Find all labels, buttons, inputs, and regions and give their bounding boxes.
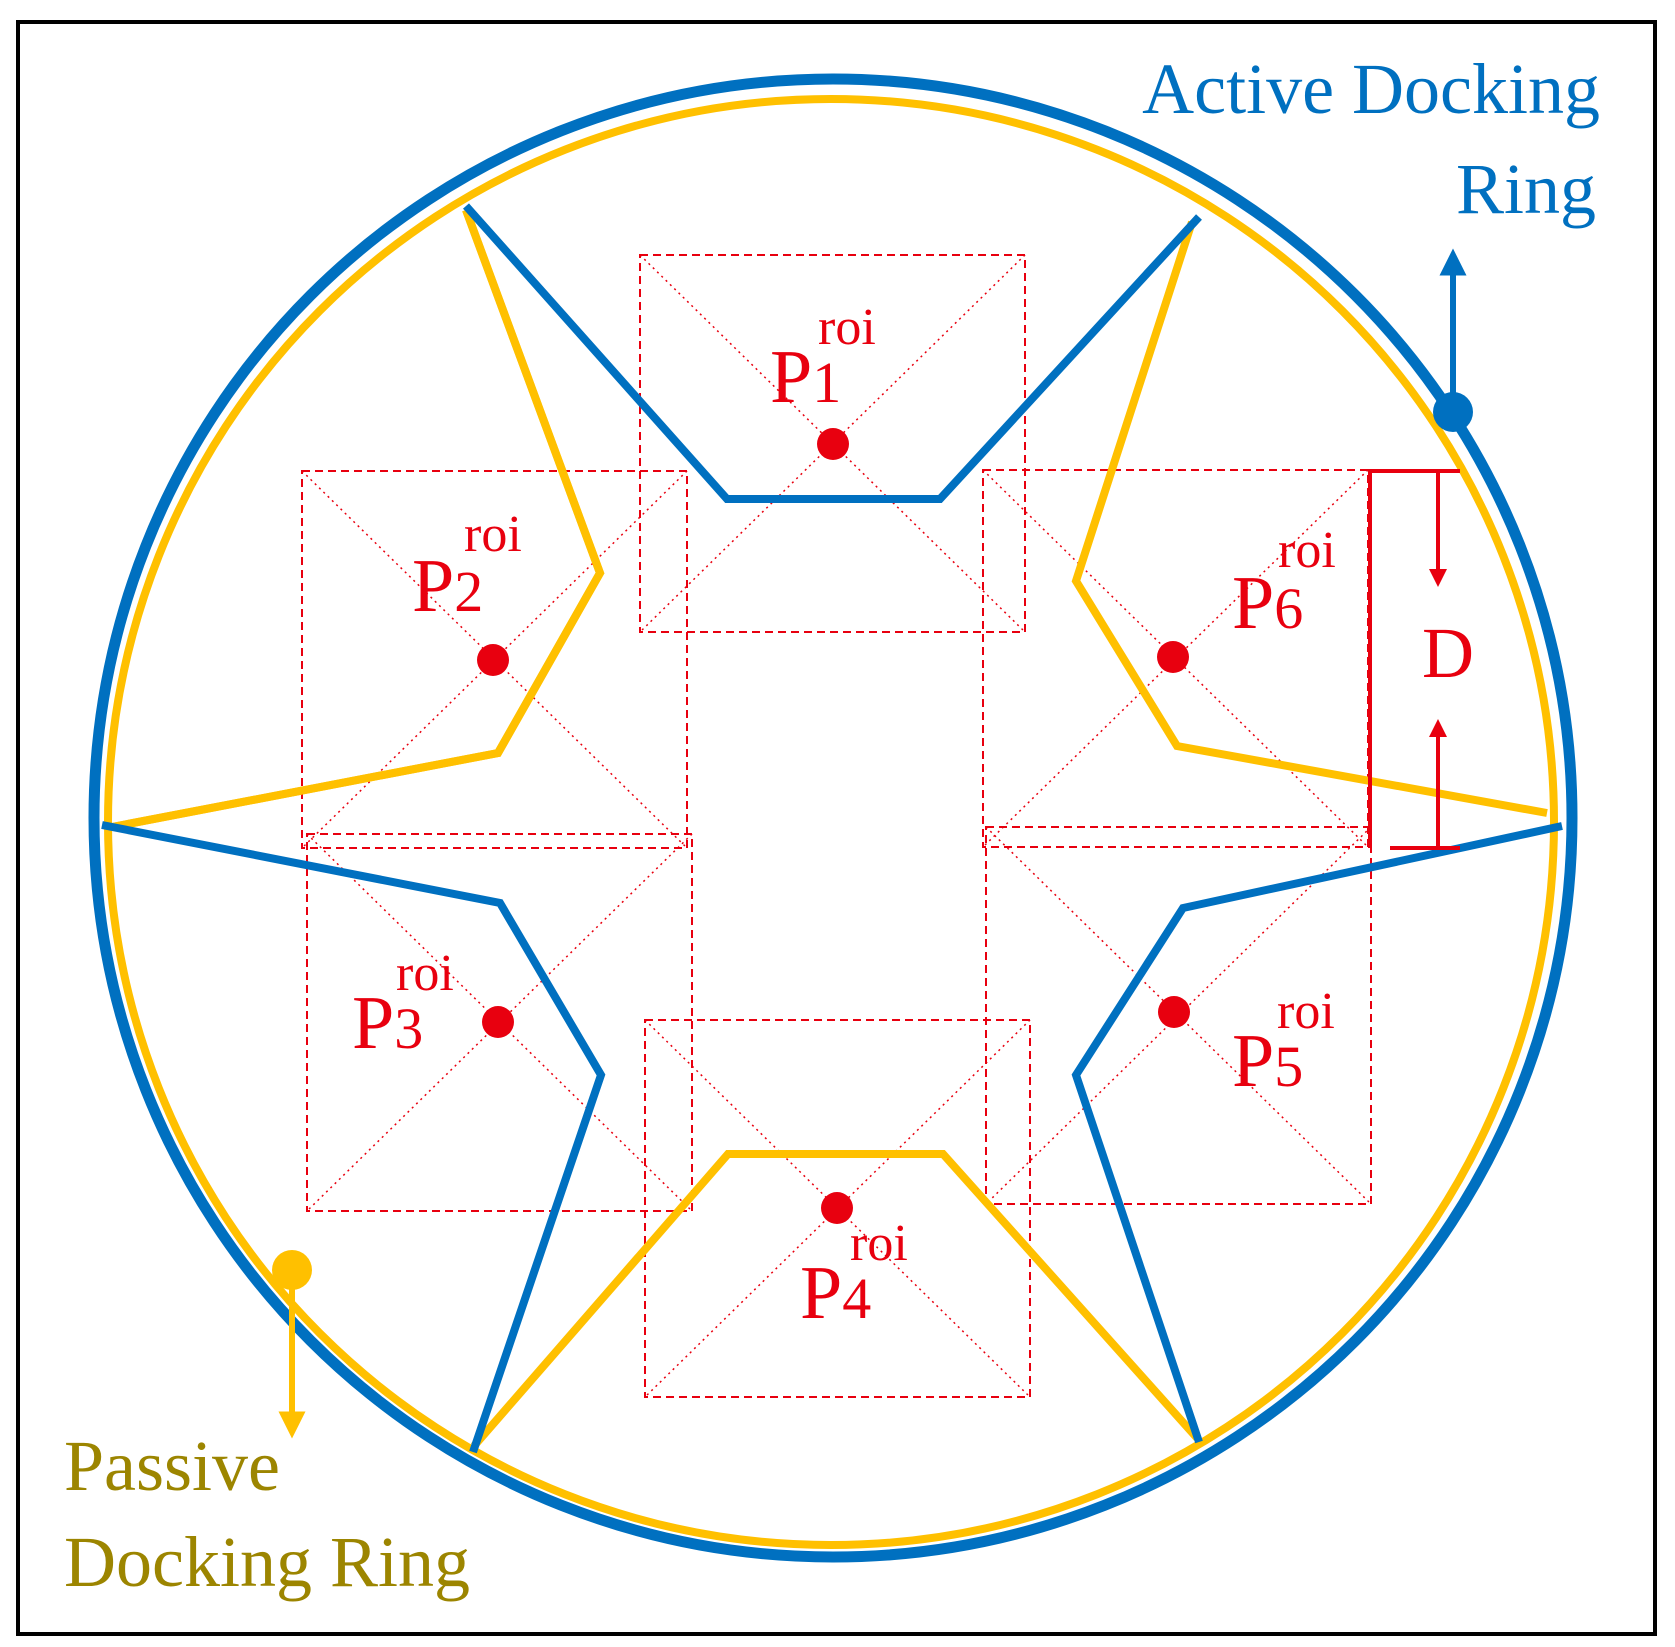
roi-label-index: 6 (1274, 576, 1303, 641)
roi-box-3 (306, 833, 693, 1212)
roi-label-index: 2 (454, 559, 483, 624)
active-ring-label-line2: Ring (1456, 149, 1596, 229)
roi-box-5 (985, 826, 1372, 1205)
passive-docking-ring (104, 95, 1558, 1549)
roi-label-sup-5: roi (1277, 983, 1335, 1040)
roi-label-5: P5 (1232, 1019, 1303, 1103)
roi-label-index: 4 (842, 1266, 871, 1331)
passive-star-outline-left (111, 208, 605, 831)
active-star-outline-top (463, 203, 1202, 503)
roi-box-1 (639, 254, 1026, 633)
roi-label-main: P (1232, 1019, 1274, 1103)
roi-center-points (477, 428, 1190, 1224)
roi-label-main: P (770, 335, 812, 419)
passive-star-outline-right (1071, 220, 1548, 817)
roi-label-2: P2 (412, 544, 483, 628)
roi-label-index: 3 (394, 996, 423, 1061)
roi-label-6: P6 (1232, 561, 1303, 645)
roi-label-sup-3: roi (396, 945, 454, 1002)
roi-label-main: P (352, 981, 394, 1065)
passive-ring-origin-marker (272, 1250, 312, 1290)
outer-frame (16, 20, 1657, 1636)
roi-box-2 (301, 470, 688, 849)
active-docking-ring (88, 73, 1578, 1563)
roi-label-sup-1: roi (818, 299, 876, 356)
roi-box-4 (644, 1019, 1031, 1398)
roi-label-sup-6: roi (1278, 522, 1336, 579)
passive-ring-label-line2: Docking Ring (64, 1522, 470, 1602)
passive-star-outline-bottom (470, 1150, 1200, 1449)
roi-label-index: 5 (1274, 1034, 1303, 1099)
passive-ring-label-line1: Passive (64, 1426, 280, 1506)
active-ring-origin-marker (1433, 392, 1473, 432)
roi-label-1: P1 (770, 335, 841, 419)
roi-label-3: P3 (352, 981, 423, 1065)
roi-label-sup-2: roi (464, 506, 522, 563)
active-ring-label-line1: Active Docking (1142, 49, 1600, 129)
roi-center-2 (477, 644, 509, 676)
roi-label-main: P (800, 1251, 842, 1335)
roi-labels: P1 roi P2 roi P3 roi P4 roi P5 roi P6 ro… (352, 299, 1336, 1335)
roi-label-main: P (412, 544, 454, 628)
roi-label-index: 1 (812, 350, 841, 415)
roi-center-4 (821, 1192, 853, 1224)
active-star-outline-left (101, 821, 606, 1454)
roi-label-4: P4 (800, 1251, 871, 1335)
roi-center-6 (1157, 641, 1189, 673)
active-star-outline-right (1071, 822, 1563, 1444)
roi-label-sup-4: roi (850, 1215, 908, 1272)
roi-center-1 (817, 428, 849, 460)
distance-label: D (1422, 613, 1474, 693)
roi-center-3 (482, 1006, 514, 1038)
roi-label-main: P (1232, 561, 1274, 645)
roi-center-5 (1158, 996, 1190, 1028)
